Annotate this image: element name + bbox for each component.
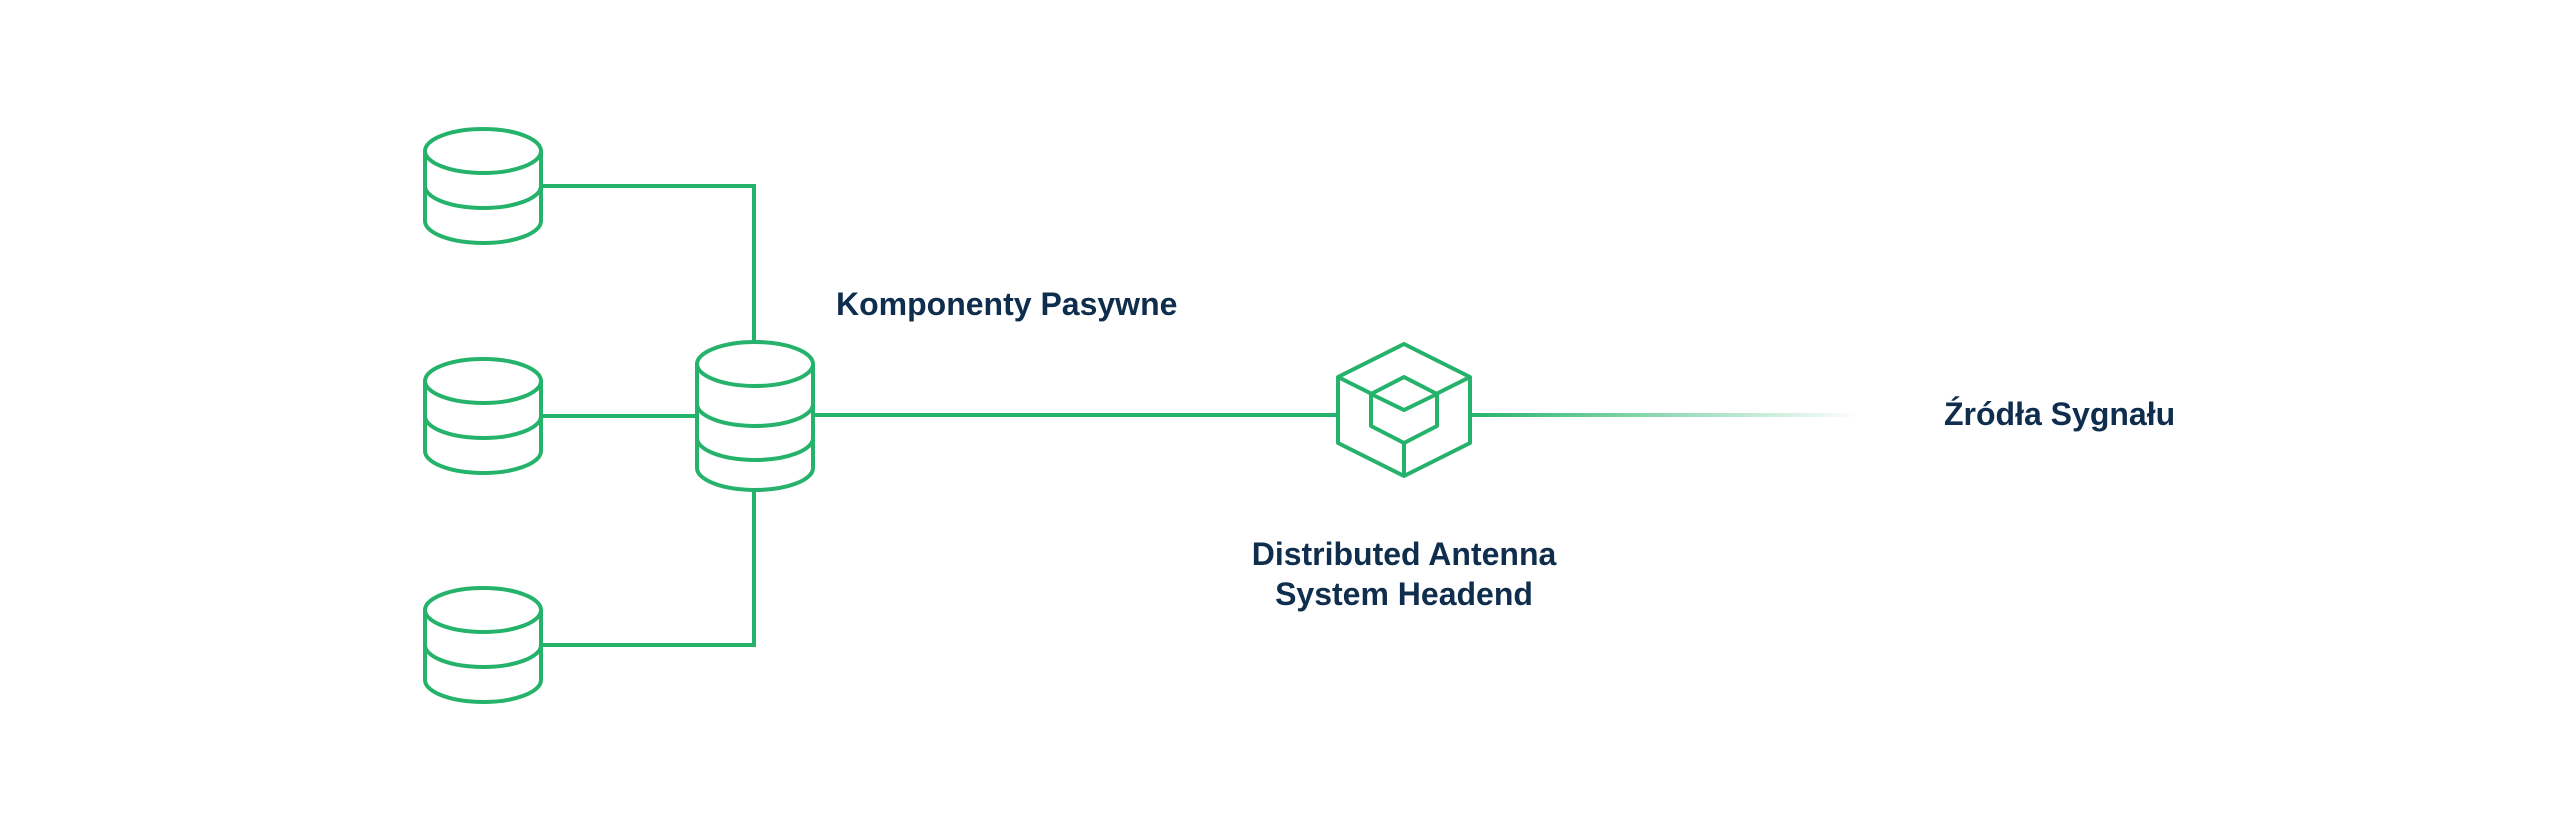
passive-components-label: Komponenty Pasywne — [836, 286, 1178, 322]
headend-label-line1: Distributed Antenna — [1251, 536, 1557, 572]
database-icon — [423, 586, 543, 704]
headend-cube-icon — [1336, 342, 1472, 478]
passive-hub-database-icon — [695, 340, 815, 492]
database-icon — [423, 357, 543, 475]
headend-label-line2: System Headend — [1275, 576, 1533, 612]
signal-sources-label: Źródła Sygnału — [1944, 396, 2176, 432]
connectors — [542, 184, 1860, 647]
headend-label: Distributed Antenna System Headend — [1160, 534, 1648, 614]
database-icon — [423, 127, 543, 245]
connector-bottom — [542, 492, 756, 647]
connector-top — [542, 184, 756, 345]
